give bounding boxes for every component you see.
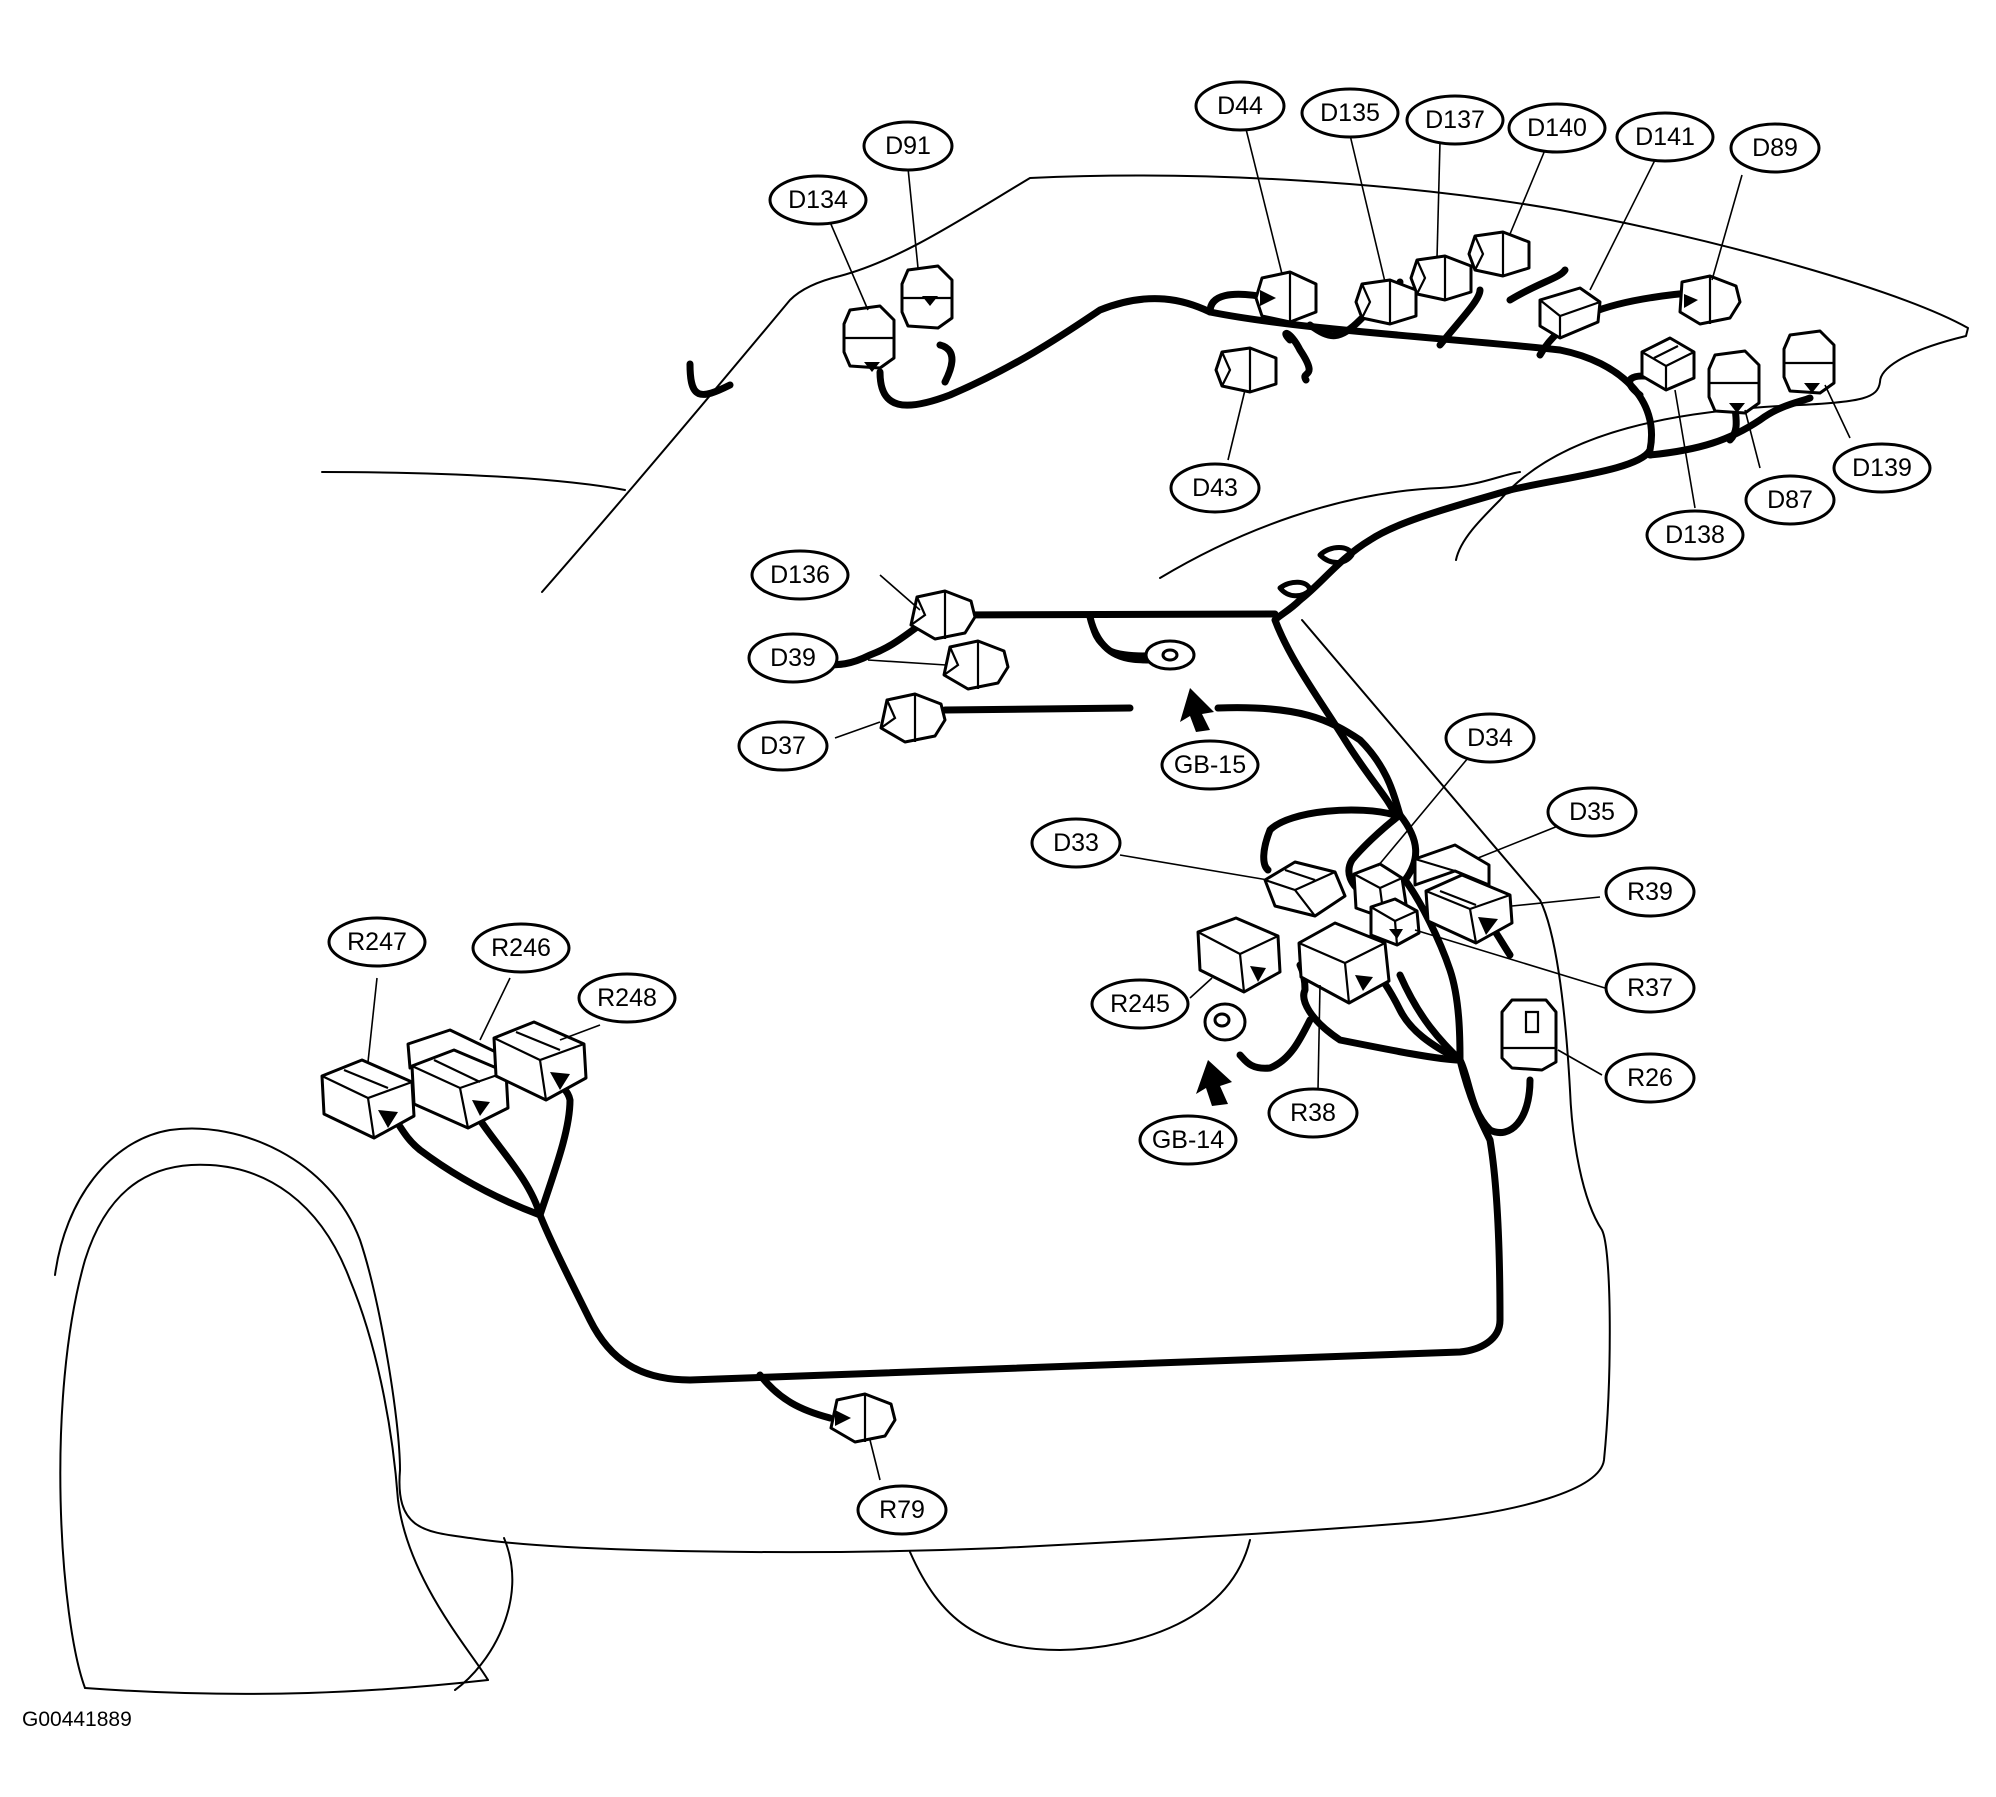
callout-d139: D139 — [1832, 442, 1932, 494]
connector-d39 — [942, 639, 1010, 691]
callout-d136: D136 — [750, 549, 850, 601]
svg-text:R79: R79 — [879, 1496, 925, 1524]
connector-d43 — [1214, 346, 1278, 394]
svg-text:GB-14: GB-14 — [1152, 1126, 1224, 1154]
connector-d135 — [1354, 278, 1418, 326]
callout-d138: D138 — [1645, 509, 1745, 561]
connector-d91 — [900, 264, 954, 330]
gb14-arrow-icon — [1196, 1060, 1232, 1106]
svg-text:R248: R248 — [597, 984, 657, 1012]
callout-gb14: GB-14 — [1138, 1114, 1238, 1166]
svg-text:R247: R247 — [347, 928, 407, 956]
callout-d140: D140 — [1507, 102, 1607, 154]
svg-text:D43: D43 — [1192, 474, 1238, 502]
callout-r79: R79 — [856, 1484, 948, 1536]
callouts: D134 D91 D44 D135 D137 D140 D141 D89 D43… — [327, 80, 1932, 1536]
callout-r26: R26 — [1604, 1052, 1696, 1104]
connector-d89 — [1678, 274, 1742, 326]
callout-d35: D35 — [1546, 786, 1638, 838]
svg-text:D137: D137 — [1425, 106, 1485, 134]
callout-d134: D134 — [768, 174, 868, 226]
ground-gb15 — [1087, 614, 1214, 732]
callout-d141: D141 — [1615, 111, 1715, 163]
callout-d34: D34 — [1444, 712, 1536, 764]
svg-text:R245: R245 — [1110, 990, 1170, 1018]
svg-text:D35: D35 — [1569, 798, 1615, 826]
svg-text:D39: D39 — [770, 644, 816, 672]
leader-lines — [367, 124, 1851, 1481]
connector-d138 — [1640, 336, 1696, 392]
svg-text:R246: R246 — [491, 934, 551, 962]
connector-r79 — [829, 1392, 897, 1444]
callout-d87: D87 — [1744, 474, 1836, 526]
callout-d37: D37 — [737, 720, 829, 772]
connector-r38 — [1297, 921, 1391, 1005]
svg-text:D140: D140 — [1527, 114, 1587, 142]
svg-text:D89: D89 — [1752, 134, 1798, 162]
connector-r37 — [1369, 897, 1421, 947]
connector-d134 — [842, 304, 896, 372]
svg-text:D91: D91 — [885, 132, 931, 160]
svg-text:R37: R37 — [1627, 974, 1673, 1002]
svg-text:D138: D138 — [1665, 521, 1725, 549]
callout-d33: D33 — [1030, 817, 1122, 869]
callout-r37: R37 — [1604, 962, 1696, 1014]
svg-text:R26: R26 — [1627, 1064, 1673, 1092]
connector-r245 — [1196, 916, 1282, 994]
connector-d139 — [1782, 329, 1836, 395]
connector-d141 — [1538, 286, 1602, 340]
callout-r247: R247 — [327, 916, 427, 968]
connector-d37 — [879, 692, 947, 744]
connector-d44 — [1254, 270, 1318, 324]
connector-r247 — [320, 1058, 416, 1140]
svg-text:D34: D34 — [1467, 724, 1513, 752]
connector-r39 — [1424, 873, 1514, 945]
svg-text:D141: D141 — [1635, 123, 1695, 151]
callout-r246: R246 — [471, 922, 571, 974]
callout-r39: R39 — [1604, 866, 1696, 918]
connector-d87 — [1707, 349, 1761, 415]
vehicle-body-outline — [54, 174, 1969, 1695]
connectors — [320, 230, 1836, 1444]
connector-r248 — [492, 1020, 588, 1102]
ground-gb14 — [1196, 1002, 1247, 1106]
svg-text:D134: D134 — [788, 186, 848, 214]
svg-text:R38: R38 — [1290, 1099, 1336, 1127]
connector-d33 — [1263, 860, 1347, 918]
connector-d137 — [1409, 254, 1473, 302]
svg-text:GB-15: GB-15 — [1174, 751, 1246, 779]
connector-r246 — [406, 1028, 510, 1130]
callout-d135: D135 — [1300, 87, 1400, 139]
callout-d39: D39 — [747, 632, 839, 684]
svg-text:D33: D33 — [1053, 829, 1099, 857]
connector-r26 — [1500, 998, 1558, 1072]
callout-r248: R248 — [577, 972, 677, 1024]
callout-r38: R38 — [1267, 1087, 1359, 1139]
svg-text:D87: D87 — [1767, 486, 1813, 514]
callout-d44: D44 — [1194, 80, 1286, 132]
figure-code: G00441889 — [22, 1708, 132, 1731]
connector-d140 — [1467, 230, 1531, 278]
svg-text:D135: D135 — [1320, 99, 1380, 127]
callout-r245: R245 — [1090, 978, 1190, 1030]
callout-d43: D43 — [1169, 462, 1261, 514]
callout-d137: D137 — [1405, 94, 1505, 146]
svg-text:D37: D37 — [760, 732, 806, 760]
svg-text:D44: D44 — [1217, 92, 1263, 120]
svg-text:R39: R39 — [1627, 878, 1673, 906]
callout-gb15: GB-15 — [1160, 739, 1260, 791]
svg-text:D136: D136 — [770, 561, 830, 589]
connector-d136 — [909, 589, 977, 641]
svg-text:D139: D139 — [1852, 454, 1912, 482]
gb15-arrow-icon — [1180, 688, 1214, 732]
callout-d89: D89 — [1729, 122, 1821, 174]
callout-d91: D91 — [862, 120, 954, 172]
